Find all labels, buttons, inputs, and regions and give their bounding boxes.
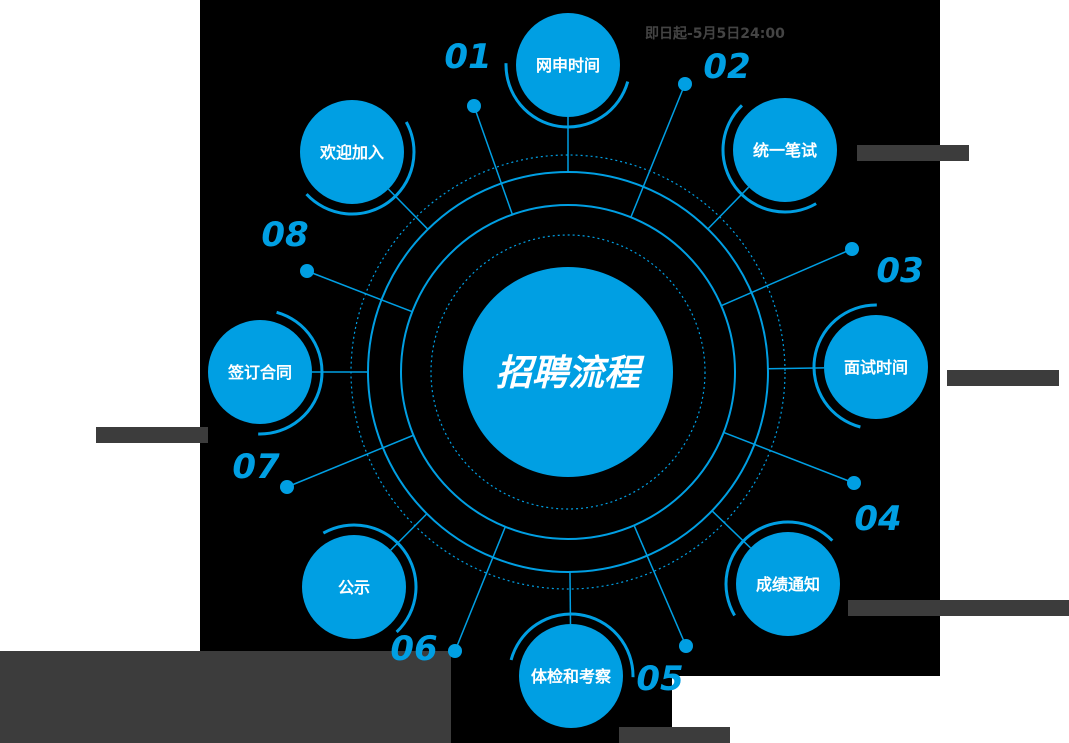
connector-dot <box>300 264 314 278</box>
inner-dotted-ring <box>430 234 706 510</box>
node-connector <box>387 188 429 230</box>
placeholder-bar <box>947 370 1059 386</box>
node-arc <box>504 63 630 129</box>
middle-ring <box>400 204 736 540</box>
connector-dot <box>280 480 294 494</box>
connector-dot <box>845 242 859 256</box>
connector-dot <box>678 77 692 91</box>
step-number: 03 <box>876 251 923 291</box>
placeholder-bar <box>0 651 451 743</box>
step-circle-07 <box>208 320 312 424</box>
step-circle-02 <box>733 98 837 202</box>
dot-connector <box>720 248 853 307</box>
step-circle-08 <box>300 100 404 204</box>
step-label: 体检和考察 <box>531 667 612 686</box>
placeholder-bar <box>857 145 969 161</box>
placeholder-bar <box>848 600 1069 616</box>
step-label: 成绩通知 <box>756 575 820 594</box>
placeholder-bar <box>619 727 730 743</box>
dot-connector <box>454 526 507 652</box>
step-number: 04 <box>854 499 901 539</box>
step-circle-06 <box>302 535 406 639</box>
center-title: 招聘流程 <box>496 353 645 394</box>
connector-dot <box>448 644 462 658</box>
node-arc <box>812 303 877 429</box>
step-circle-01 <box>516 13 620 117</box>
node-arc <box>258 310 324 436</box>
node-arc <box>721 104 817 214</box>
node-arc <box>509 612 635 678</box>
node-connector <box>569 571 572 625</box>
step-circle-04 <box>736 532 840 636</box>
step-label: 统一笔试 <box>753 141 817 160</box>
placeholder-bar <box>96 427 208 443</box>
center-circle <box>463 267 673 477</box>
step-number: 08 <box>261 215 308 255</box>
dot-connector <box>286 434 414 488</box>
step-circle-03 <box>824 315 928 419</box>
connector-dot <box>679 639 693 653</box>
node-arc <box>305 121 416 216</box>
step-number: 07 <box>232 447 280 487</box>
dot-connector <box>473 105 514 215</box>
date-note: 即日起-5月5日24:00 <box>645 26 785 42</box>
connector-dot <box>467 99 481 113</box>
step-number: 02 <box>703 47 750 87</box>
step-number: 06 <box>390 629 437 669</box>
node-arc <box>724 520 834 617</box>
node-arc <box>322 523 418 634</box>
dot-connector <box>630 83 686 218</box>
step-label: 网申时间 <box>536 56 600 75</box>
dot-connector <box>633 525 687 647</box>
node-connector <box>767 367 825 370</box>
step-label: 公示 <box>338 578 370 597</box>
step-label: 签订合同 <box>227 363 292 382</box>
dot-connector <box>723 431 855 484</box>
step-label: 欢迎加入 <box>319 143 384 162</box>
step-number: 05 <box>636 659 683 699</box>
dot-connector <box>306 270 413 313</box>
step-number: 01 <box>444 37 491 77</box>
step-circle-05 <box>519 624 623 728</box>
connector-dot <box>847 476 861 490</box>
step-label: 面试时间 <box>844 358 908 377</box>
